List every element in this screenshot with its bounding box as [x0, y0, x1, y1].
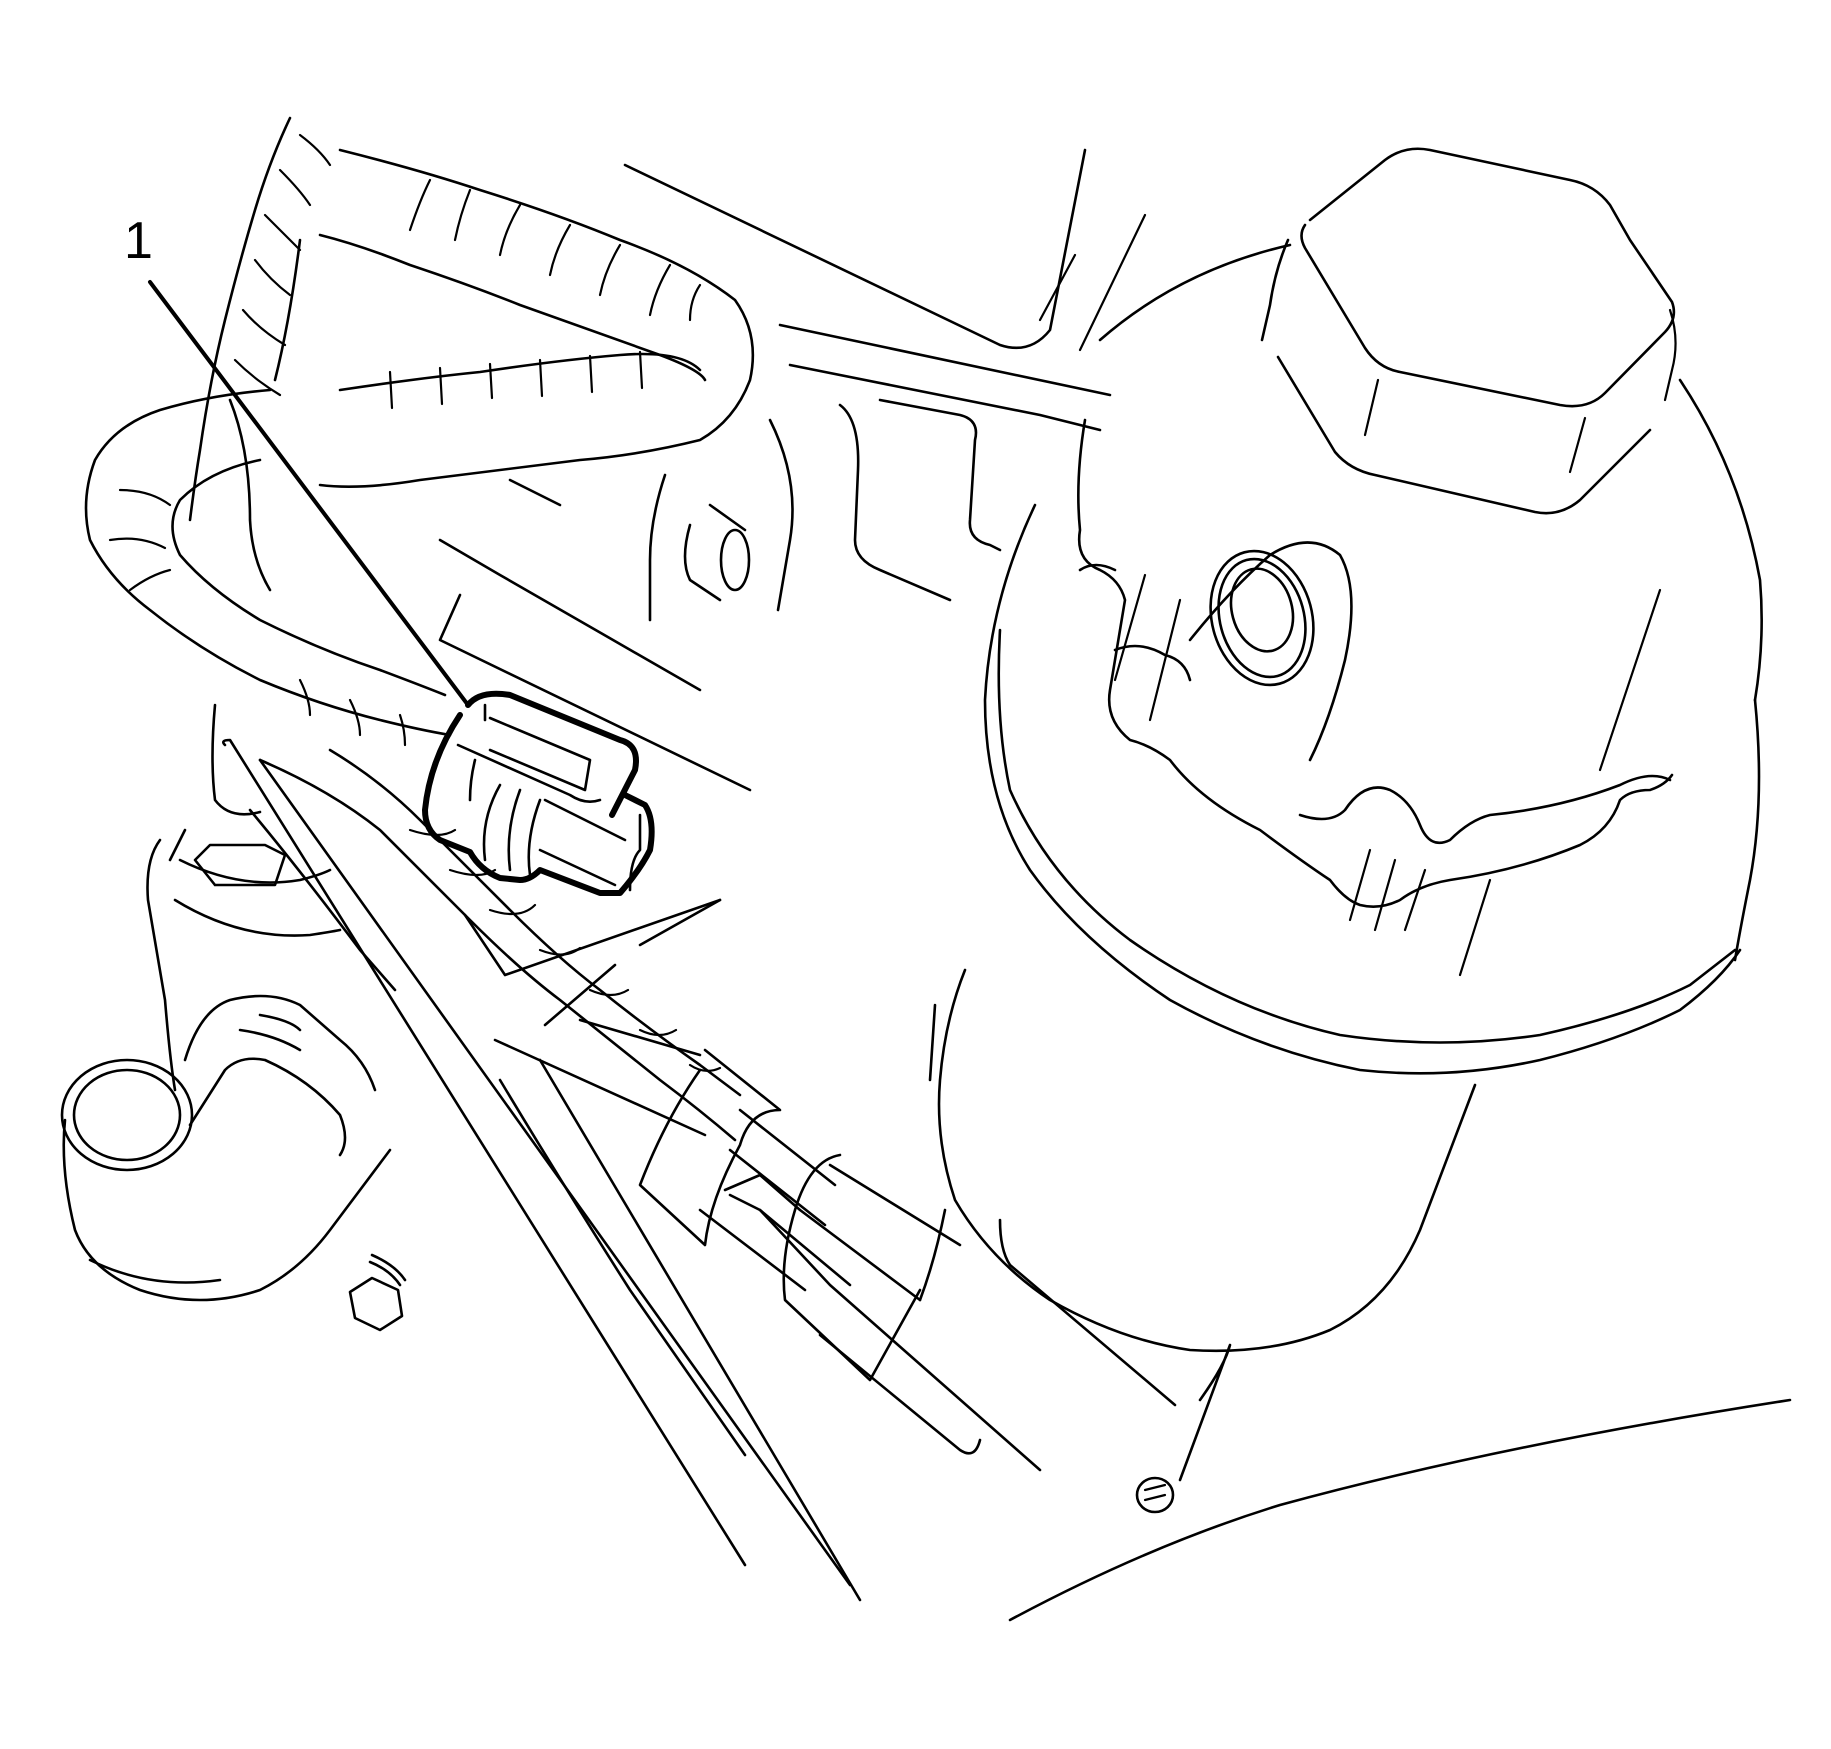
- lower-diagonal-lines: [498, 1058, 862, 1602]
- boss-cylinder: [683, 503, 751, 602]
- small-bolt: [348, 1253, 407, 1332]
- elbow-pipe: [60, 994, 392, 1302]
- callout-label-1: 1: [124, 212, 153, 270]
- base-sweep: [1008, 1398, 1792, 1622]
- harness-connector: [422, 690, 655, 896]
- frame-lines: [222, 738, 852, 1587]
- left-fitting: [146, 703, 397, 1092]
- oil-cooler-line: [638, 1048, 962, 1382]
- background-panel: [438, 148, 1147, 792]
- wiring-harness: [84, 116, 755, 1142]
- callout-leader-line: [148, 280, 470, 707]
- oil-filter-housing: [723, 243, 1763, 1514]
- filter-hex-cap: [1260, 147, 1677, 515]
